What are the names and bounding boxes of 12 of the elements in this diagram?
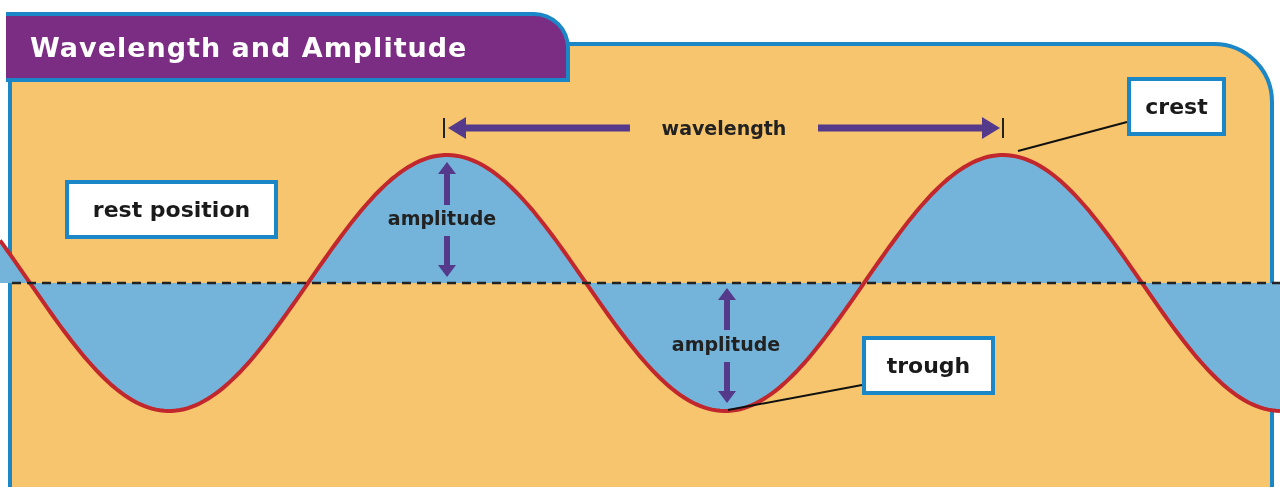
label-text: trough	[886, 353, 971, 378]
dimension-label: amplitude	[671, 333, 781, 355]
label-text: rest position	[92, 197, 251, 222]
dimension-label: wavelength	[661, 117, 787, 139]
title: Wavelength and Amplitude	[30, 31, 468, 63]
label-box	[65, 180, 278, 239]
label-text: crest	[1145, 94, 1208, 119]
label-box	[862, 336, 995, 395]
leader-line	[1017, 121, 1128, 152]
dimension-label: amplitude	[387, 207, 497, 229]
label-box	[1127, 77, 1226, 136]
leader-line	[727, 384, 863, 411]
